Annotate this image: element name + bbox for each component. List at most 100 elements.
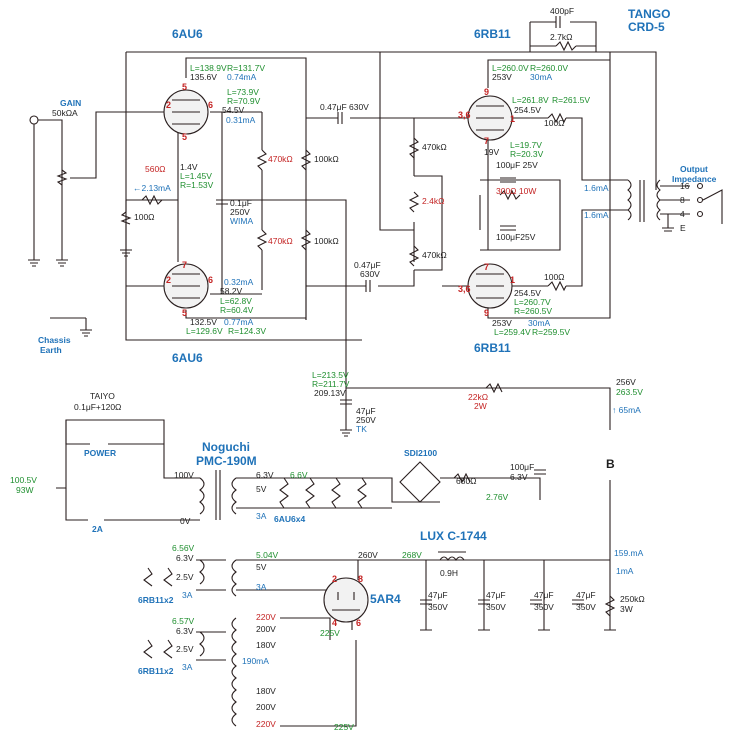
res-22k-w: 2W — [474, 401, 487, 411]
svg-text:16: 16 — [680, 181, 690, 191]
svg-text:4: 4 — [332, 618, 337, 628]
cap-47uf-2-v: 350V — [486, 602, 506, 612]
svg-text:L=260.0V: L=260.0V — [492, 63, 529, 73]
res-250k-w: 3W — [620, 604, 633, 614]
svg-text:2.5V: 2.5V — [176, 572, 194, 582]
choke-value: 0.9H — [440, 568, 458, 578]
component-labels: 400pF 2.7kΩ 560Ω 100Ω 0.1μF 250V WIMA 47… — [134, 6, 645, 614]
heater-6au6-label: 6AU6x4 — [274, 514, 305, 524]
res-2k7: 2.7kΩ — [550, 32, 572, 42]
svg-text:1.6mA: 1.6mA — [584, 210, 609, 220]
svg-text:253V: 253V — [492, 72, 512, 82]
svg-text:5V: 5V — [256, 484, 267, 494]
transformer-symbols — [199, 179, 661, 727]
svg-text:1: 1 — [510, 114, 515, 124]
res-470k-a: 470kΩ — [268, 154, 293, 164]
bridge-rectifier — [399, 461, 441, 503]
noguchi-model: PMC-190M — [196, 454, 257, 468]
svg-text:R=260.0V: R=260.0V — [530, 63, 568, 73]
chassis-earth-label: Chassis — [38, 335, 71, 345]
svg-text:L=261.8V: L=261.8V — [512, 95, 549, 105]
tube-6au6-top — [163, 89, 209, 135]
svg-text:6: 6 — [208, 275, 213, 285]
svg-text:3A: 3A — [256, 511, 267, 521]
res-680: 680Ω — [456, 476, 477, 486]
svg-text:3A: 3A — [256, 582, 267, 592]
svg-text:3,6: 3,6 — [458, 284, 471, 294]
svg-text:7: 7 — [182, 260, 187, 270]
svg-text:L=129.6V: L=129.6V — [186, 326, 223, 336]
cap-47uf-v: 250V — [356, 415, 376, 425]
svg-text:6: 6 — [208, 100, 213, 110]
tube-6rb11-top — [467, 95, 513, 141]
svg-text:8: 8 — [358, 574, 363, 584]
svg-text:L=1.45V: L=1.45V — [180, 171, 212, 181]
tube-6rb11-bottom — [467, 263, 513, 309]
tube-6au6-bottom — [163, 263, 209, 309]
cap-47uf-3-v: 350V — [534, 602, 554, 612]
res-470k-d: 470kΩ — [422, 250, 447, 260]
svg-text:L=62.8V: L=62.8V — [220, 296, 252, 306]
gain-label: GAIN — [60, 98, 81, 108]
svg-text:8: 8 — [680, 195, 685, 205]
tube-6rb11-bottom-title: 6RB11 — [474, 341, 511, 355]
svg-text:6.6V: 6.6V — [290, 470, 308, 480]
res-300: 300Ω 10W — [496, 186, 536, 196]
res-470k-c: 470kΩ — [422, 142, 447, 152]
svg-text:6: 6 — [356, 618, 361, 628]
cap-47uf-3: 47μF — [534, 590, 554, 600]
svg-text:L=138.9V: L=138.9V — [190, 63, 227, 73]
tube-6au6-bottom-title: 6AU6 — [172, 351, 203, 365]
output-impedance-label: Output — [680, 164, 708, 174]
res-100-bot: 100Ω — [544, 272, 565, 282]
svg-text:200V: 200V — [256, 702, 276, 712]
svg-text:R=259.5V: R=259.5V — [532, 327, 570, 337]
svg-text:0.32mA: 0.32mA — [224, 277, 254, 287]
svg-text:R=124.3V: R=124.3V — [228, 326, 266, 336]
svg-text:4: 4 — [680, 209, 685, 219]
tango-model: CRD-5 — [628, 20, 665, 34]
tube-6rb11-top-title: 6RB11 — [474, 27, 511, 41]
svg-text:0.77mA: 0.77mA — [224, 317, 254, 327]
svg-text:R=60.4V: R=60.4V — [220, 305, 254, 315]
svg-text:200V: 200V — [256, 624, 276, 634]
svg-text:220V: 220V — [256, 719, 276, 729]
heater-coils — [143, 477, 367, 659]
tango-title: TANGO — [628, 7, 670, 21]
res-560: 560Ω — [145, 164, 166, 174]
cap-047-bot: 0.47μF — [354, 260, 381, 270]
svg-text:254.5V: 254.5V — [514, 288, 541, 298]
res-100k-b: 100kΩ — [314, 236, 339, 246]
svg-text:←2.13mA: ←2.13mA — [133, 183, 171, 193]
svg-text:5: 5 — [182, 82, 187, 92]
res-250k: 250kΩ — [620, 594, 645, 604]
res-470k-b: 470kΩ — [268, 236, 293, 246]
voltage-labels: L=138.9V R=131.7V 135.6V 0.74mA L=73.9V … — [10, 63, 690, 732]
svg-text:7: 7 — [484, 262, 489, 272]
svg-text:2.5V: 2.5V — [176, 644, 194, 654]
svg-text:5: 5 — [182, 308, 187, 318]
svg-text:100.5V: 100.5V — [10, 475, 37, 485]
svg-text:54.5V: 54.5V — [222, 105, 245, 115]
svg-text:253V: 253V — [492, 318, 512, 328]
svg-text:225V: 225V — [334, 722, 354, 732]
b-node-label: B — [606, 457, 615, 471]
cap-47uf-4: 47μF — [576, 590, 596, 600]
svg-text:R=70.9V: R=70.9V — [227, 96, 261, 106]
svg-text:L=73.9V: L=73.9V — [227, 87, 259, 97]
res-100k-a: 100kΩ — [314, 154, 339, 164]
gain-value: 50kΩA — [52, 108, 78, 118]
output-impedance-label-2: Impedance — [672, 174, 717, 184]
svg-text:159.mA: 159.mA — [614, 548, 644, 558]
tube-5ar4 — [323, 577, 369, 623]
svg-text:3A: 3A — [182, 662, 193, 672]
rectifier-5ar4-title: 5AR4 — [370, 592, 401, 606]
svg-text:268V: 268V — [402, 550, 422, 560]
svg-text:5V: 5V — [256, 562, 267, 572]
svg-text:9: 9 — [484, 308, 489, 318]
wiring — [29, 21, 723, 727]
svg-text:180V: 180V — [256, 686, 276, 696]
svg-text:1.6mA: 1.6mA — [584, 183, 609, 193]
heater-6rb11-label-a: 6RB11x2 — [138, 595, 174, 605]
svg-text:254.5V: 254.5V — [514, 105, 541, 115]
